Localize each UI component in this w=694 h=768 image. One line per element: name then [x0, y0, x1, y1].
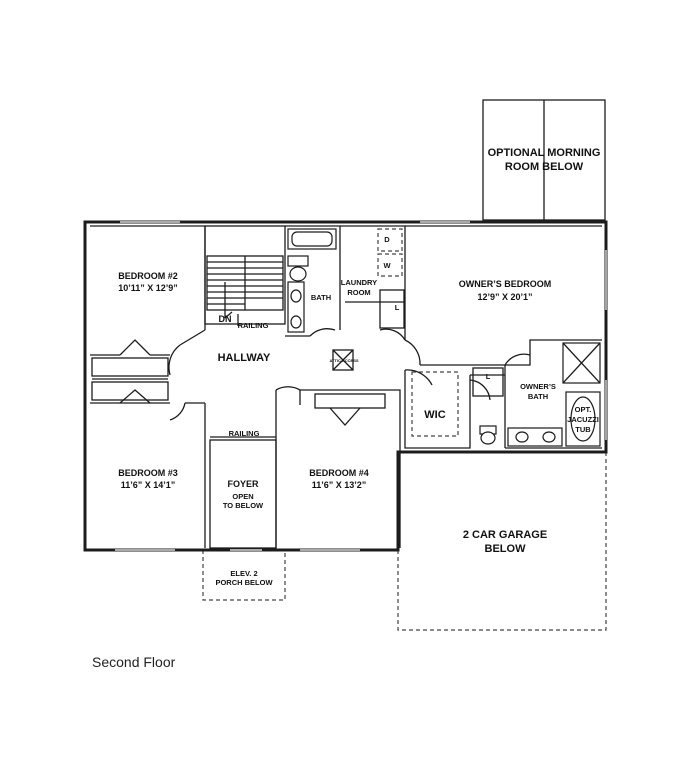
garage-outline — [397, 452, 607, 631]
bath-label: BATH — [311, 293, 331, 302]
bedroom2-size: 10’11” X 12’9” — [118, 283, 178, 293]
jacuzzi-label-2: JACUZZI — [567, 415, 599, 424]
garage-label-1: 2 CAR GARAGE — [463, 529, 547, 541]
bedroom4-name: BEDROOM #4 — [309, 468, 369, 478]
garage-label-2: BELOW — [485, 543, 527, 555]
staircase — [206, 255, 284, 326]
bedroom3-size: 11’6” X 14’1” — [121, 480, 176, 490]
bedroom3-name: BEDROOM #3 — [118, 468, 178, 478]
bath-fixtures — [287, 228, 337, 333]
door-swings — [119, 328, 531, 426]
dryer-label: D — [384, 235, 390, 244]
railing-foyer-label: RAILING — [229, 429, 260, 438]
morning-room-label-1: OPTIONAL MORNING — [488, 147, 601, 159]
laundry-linen-label: L — [395, 303, 400, 312]
jacuzzi-label-3: TUB — [575, 425, 591, 434]
owners-bath-label-2: BATH — [528, 392, 548, 401]
owners-bath-label-1: OWNER’S — [520, 382, 556, 391]
bedroom4-size: 11’6” X 13’2” — [312, 480, 367, 490]
porch-outline — [202, 550, 286, 601]
exterior-walls — [83, 220, 608, 552]
foyer-name: FOYER — [227, 479, 259, 489]
railing-stair-label: RAILING — [238, 321, 269, 330]
room-labels: OPTIONAL MORNING ROOM BELOW BEDROOM #2 1… — [118, 147, 600, 587]
wic-label: WIC — [424, 409, 445, 421]
laundry-fixtures — [377, 228, 403, 277]
porch-label-1: ELEV. 2 — [230, 569, 257, 578]
porch-label-2: PORCH BELOW — [215, 578, 273, 587]
washer — [377, 253, 403, 277]
hallway-label: HALLWAY — [218, 352, 271, 364]
foyer-note-2: TO BELOW — [223, 501, 264, 510]
morning-room-outline — [482, 99, 606, 221]
floor-title: Second Floor — [92, 654, 176, 670]
owners-bedroom-size: 12’9” X 20’1” — [477, 292, 532, 302]
owners-bedroom-name: OWNER’S BEDROOM — [459, 279, 552, 289]
laundry-label-2: ROOM — [347, 288, 370, 297]
dryer — [377, 228, 403, 252]
laundry-label-1: LAUNDRY — [341, 278, 377, 287]
morning-room-label-2: ROOM BELOW — [505, 161, 584, 173]
jacuzzi-label-1: OPT. — [575, 405, 592, 414]
attic-access — [332, 349, 354, 371]
bedroom2-name: BEDROOM #2 — [118, 271, 178, 281]
dn-label: DN — [219, 314, 232, 324]
toilet — [287, 255, 309, 267]
owners-bath-fixtures — [479, 342, 601, 447]
attic-label: ATTIC ACCESS — [329, 358, 358, 363]
interior-walls — [90, 225, 602, 549]
foyer-note-1: OPEN — [232, 492, 253, 501]
bath-linen-label: L — [486, 372, 491, 381]
washer-label: W — [383, 261, 391, 270]
